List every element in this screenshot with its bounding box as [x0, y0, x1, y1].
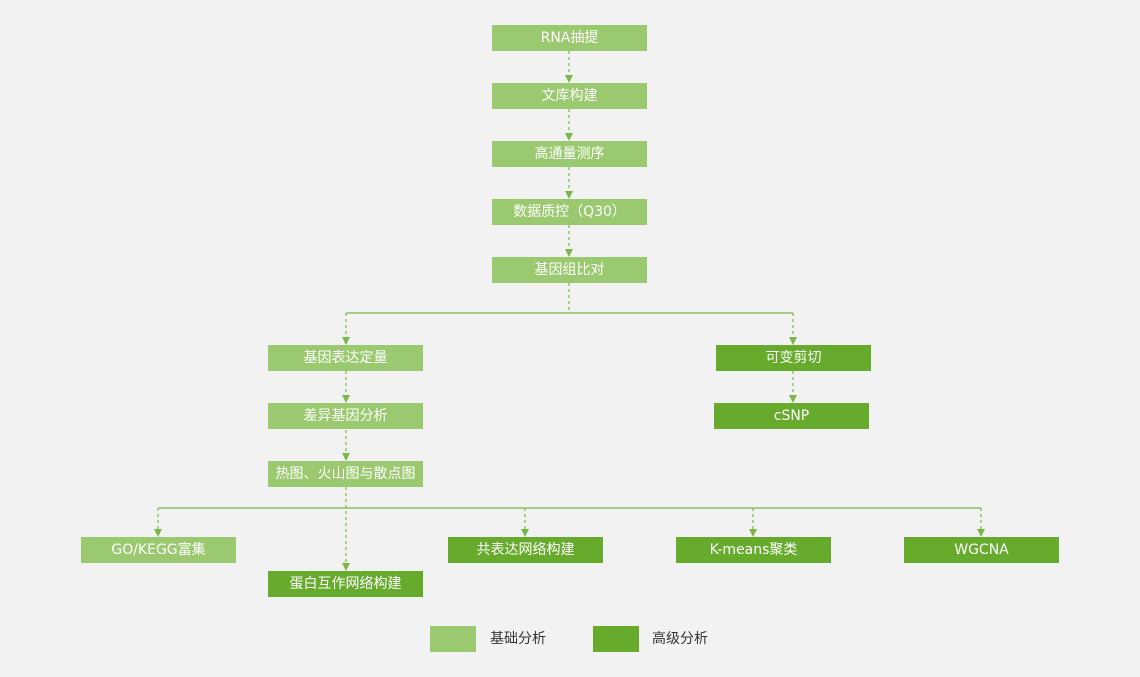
node-kmeans-clustering: K-means聚类 [676, 537, 831, 563]
node-alternative-splicing: 可变剪切 [716, 345, 871, 371]
node-differential-expression: 差异基因分析 [268, 403, 423, 429]
node-library-construction: 文库构建 [492, 83, 647, 109]
node-coexpression-network: 共表达网络构建 [448, 537, 603, 563]
node-genome-alignment: 基因组比对 [492, 257, 647, 283]
node-rna-extraction: RNA抽提 [492, 25, 647, 51]
node-heatmap-volcano-scatter: 热图、火山图与散点图 [268, 461, 423, 487]
node-wgcna: WGCNA [904, 537, 1059, 563]
legend-swatch-basic [430, 626, 476, 652]
node-csnp: cSNP [714, 403, 869, 429]
legend-swatch-advanced [593, 626, 639, 652]
legend-label-basic: 基础分析 [490, 631, 546, 647]
node-ppi-network: 蛋白互作网络构建 [268, 571, 423, 597]
legend-label-advanced: 高级分析 [652, 631, 708, 647]
node-expression-quantification: 基因表达定量 [268, 345, 423, 371]
node-data-qc: 数据质控（Q30） [492, 199, 647, 225]
node-go-kegg-enrichment: GO/KEGG富集 [81, 537, 236, 563]
node-sequencing: 高通量测序 [492, 141, 647, 167]
